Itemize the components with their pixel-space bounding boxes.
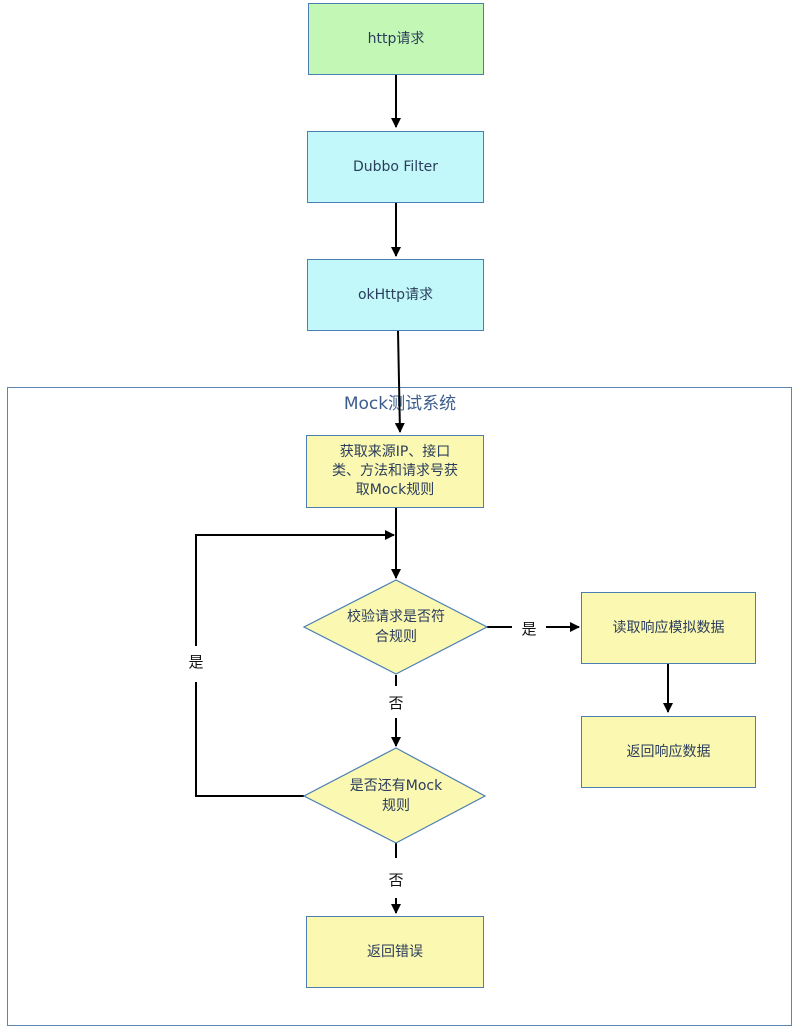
return-response-label: 返回响应数据 (626, 743, 711, 760)
get-rules-label: 获取来源IP、接口 类、方法和请求号获 取Mock规则 (332, 444, 458, 498)
dubbo-filter-label: Dubbo Filter (352, 158, 439, 175)
read-mock-label: 读取响应模拟数据 (612, 619, 725, 636)
edge-okhttp-to-get-rules (394, 330, 405, 433)
http-request-label: http请求 (367, 30, 425, 47)
return-response-node: 返回响应数据 (581, 716, 756, 788)
return-error-label: 返回错误 (367, 943, 423, 960)
get-rules-node: 获取来源IP、接口 类、方法和请求号获 取Mock规则 (306, 435, 484, 508)
more-yes-label: 是 (188, 653, 204, 671)
edge-more-yes-loop-upper (195, 530, 395, 646)
read-mock-node: 读取响应模拟数据 (581, 592, 756, 664)
okhttp-request-node: okHttp请求 (307, 259, 484, 331)
okhttp-request-label: okHttp请求 (357, 286, 434, 303)
dubbo-filter-node: Dubbo Filter (307, 131, 484, 203)
check-rule-diamond (302, 579, 489, 675)
http-request-node: http请求 (308, 3, 484, 75)
edge-more-yes-loop-lower (195, 682, 304, 797)
check-rule-label: 校验请求是否符 合规则 (347, 608, 445, 645)
check-no-label: 否 (388, 694, 404, 712)
more-rules-diamond (302, 747, 487, 844)
check-yes-label: 是 (521, 620, 537, 638)
more-no-label: 否 (388, 871, 404, 889)
more-rules-label: 是否还有Mock 规则 (349, 777, 443, 814)
return-error-node: 返回错误 (306, 916, 484, 988)
